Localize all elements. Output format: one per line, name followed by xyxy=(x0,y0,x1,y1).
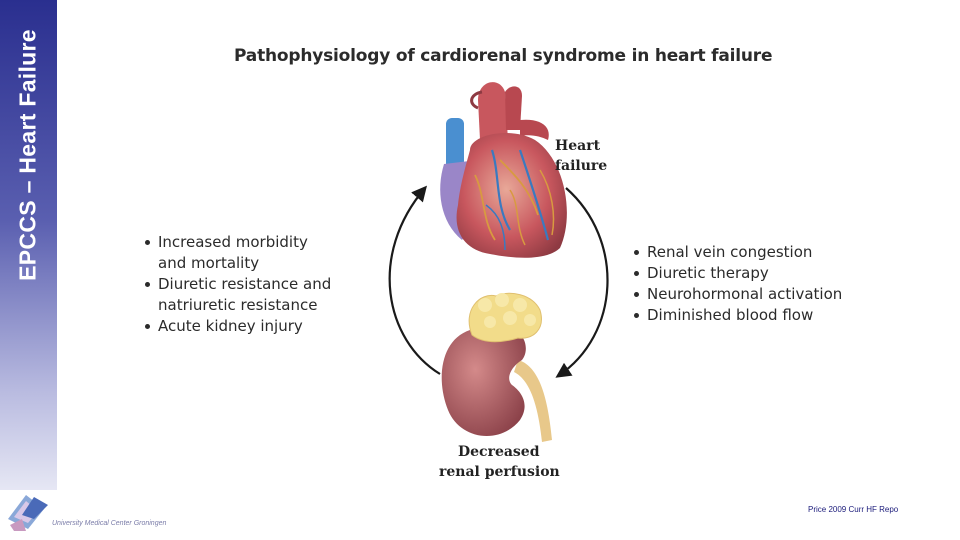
cycle-arrow-right-icon xyxy=(555,187,609,378)
list-item: Diuretic therapy xyxy=(634,263,842,284)
heart-failure-label: Heart failure xyxy=(555,136,607,176)
institution-name: University Medical Center Groningen xyxy=(52,520,167,527)
citation: Price 2009 Curr HF Repo xyxy=(808,505,899,514)
consequences-list: Increased morbidity and mortality Diuret… xyxy=(145,232,331,337)
kidney-label-line-1: Decreased xyxy=(458,444,540,460)
list-item: Diuretic resistance and xyxy=(145,274,331,295)
list-item: Acute kidney injury xyxy=(145,316,331,337)
list-item-continuation: and mortality xyxy=(158,254,260,272)
heart-illustration-icon xyxy=(440,82,567,258)
list-item: Neurohormonal activation xyxy=(634,284,842,305)
list-item-continuation: natriuretic resistance xyxy=(158,296,318,314)
kidney-label-line-2: renal perfusion xyxy=(439,464,560,480)
list-item: Renal vein congestion xyxy=(634,242,842,263)
sidebar: EPCCS – Heart Failure xyxy=(0,0,57,490)
umcg-logo-icon xyxy=(8,495,48,531)
list-item: Diminished blood flow xyxy=(634,305,842,326)
list-item: Increased morbidity xyxy=(145,232,331,253)
cycle-arrow-left-icon xyxy=(388,185,441,375)
heart-label-line-1: Heart xyxy=(555,138,601,154)
kidney-illustration-icon xyxy=(441,292,552,442)
diagram-title: Pathophysiology of cardiorenal syndrome … xyxy=(234,46,773,66)
causes-list: Renal vein congestion Diuretic therapy N… xyxy=(634,242,842,326)
heart-label-line-2: failure xyxy=(555,158,608,174)
